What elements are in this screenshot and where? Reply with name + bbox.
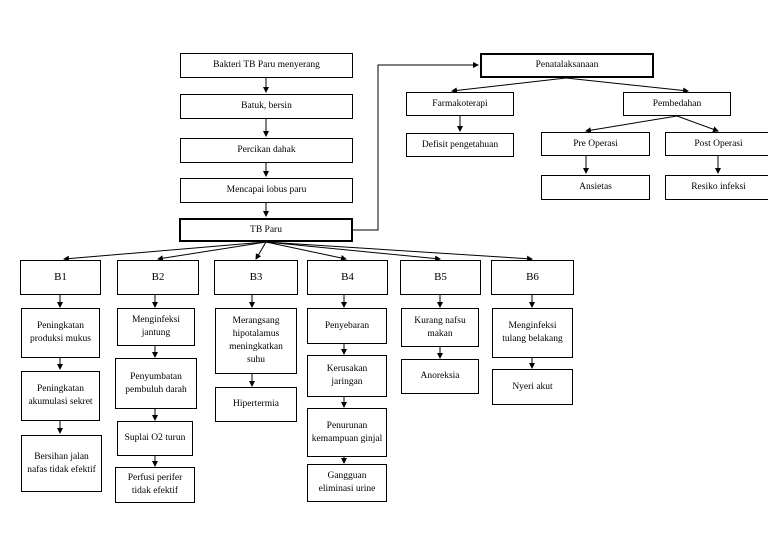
- node-b4-2: Kerusakan jaringan: [307, 355, 387, 397]
- arrow-pembedahan-preop: [585, 115, 678, 134]
- arrow-penatalaksanaan-farmakoterapi: [451, 77, 567, 94]
- node-b1-label: B1: [54, 271, 67, 284]
- node-postop: Post Operasi: [665, 132, 768, 156]
- node-penatalaksanaan: Penatalaksanaan: [480, 53, 654, 78]
- node-b5-1-label: Kurang nafsu makan: [414, 315, 466, 339]
- node-pembedahan: Pembedahan: [623, 92, 731, 116]
- arrow-tbparu-b4: [265, 241, 347, 261]
- node-b2-1-label: Menginfeksi jantung: [131, 315, 181, 338]
- node-pembedahan-label: Pembedahan: [652, 98, 702, 109]
- node-b4-2-label: Kerusakan jaringan: [326, 364, 368, 387]
- node-b3-2: Hipertermia: [215, 387, 297, 422]
- node-b1-2: Peningkatan akumulasi sekret: [21, 371, 100, 421]
- node-penatalaksanaan-label: Penatalaksanaan: [535, 60, 599, 71]
- node-b6-label: B6: [526, 271, 539, 284]
- node-b2-2: Penyumbatan pembuluh darah: [115, 358, 197, 409]
- node-b6-1: Menginfeksi tulang belakang: [492, 308, 573, 358]
- node-farmakoterapi: Farmakoterapi: [406, 92, 514, 116]
- node-b4-3-label: Penurunan kemampuan ginjal: [311, 420, 383, 444]
- node-bakteri-label: Bakteri TB Paru menyerang: [213, 60, 320, 71]
- node-b1-3-label: Bersihan jalan nafas tidak efektif: [27, 451, 96, 475]
- node-b2-2-label: Penyumbatan pembuluh darah: [125, 371, 187, 395]
- node-tbparu-label: TB Paru: [250, 224, 282, 235]
- node-b3-label: B3: [249, 271, 263, 284]
- node-b1-3: Bersihan jalan nafas tidak efektif: [21, 435, 102, 492]
- node-b3: B3: [214, 260, 298, 295]
- node-bakteri: Bakteri TB Paru menyerang: [180, 53, 353, 78]
- node-resiko-label: Resiko infeksi: [691, 182, 746, 193]
- node-b6-2: Nyeri akut: [492, 369, 573, 405]
- arrow-tbparu-b2: [157, 241, 267, 262]
- node-ansietas-label: Ansietas: [579, 182, 612, 193]
- node-mencapai-label: Mencapai lobus paru: [226, 185, 307, 196]
- node-defisit-label: Defisit pengetahuan: [421, 139, 499, 150]
- node-b6: B6: [491, 260, 574, 295]
- node-tbparu: TB Paru: [179, 218, 353, 242]
- arrow-penatalaksanaan-pembedahan: [565, 77, 689, 94]
- node-b4-4: Gangguan eliminasi urine: [307, 464, 387, 502]
- node-b4-1: Penyebaran: [307, 308, 387, 344]
- node-farmakoterapi-label: Farmakoterapi: [432, 98, 488, 109]
- node-b2-3-label: Suplai O2 turun: [124, 433, 186, 444]
- arrow-tbparu-b6: [265, 241, 533, 262]
- node-b6-1-label: Menginfeksi tulang belakang: [502, 321, 563, 344]
- node-b4: B4: [307, 260, 388, 295]
- node-b5-label: B5: [434, 271, 447, 284]
- node-percikan: Percikan dahak: [180, 138, 353, 163]
- node-b4-1-label: Penyebaran: [324, 320, 370, 331]
- node-b5: B5: [400, 260, 481, 295]
- node-defisit: Defisit pengetahuan: [406, 133, 514, 157]
- node-b2: B2: [117, 260, 199, 295]
- arrow-tbparu-b5: [265, 241, 441, 262]
- node-postop-label: Post Operasi: [694, 138, 743, 149]
- node-b2-1: Menginfeksi jantung: [117, 308, 195, 346]
- arrow-tbparu-penatalaksanaan: [352, 62, 479, 231]
- node-b3-2-label: Hipertermia: [233, 399, 279, 410]
- node-b3-1: Merangsang hipotalamus meningkatkan suhu: [215, 308, 297, 374]
- node-ansietas: Ansietas: [541, 175, 650, 200]
- node-batuk: Batuk, bersin: [180, 94, 353, 119]
- node-preop: Pre Operasi: [541, 132, 650, 156]
- node-preop-label: Pre Operasi: [573, 138, 618, 149]
- node-b1: B1: [20, 260, 101, 295]
- node-b2-4-label: Perfusi perifer tidak efektif: [127, 473, 183, 496]
- arrow-tbparu-b1: [63, 241, 267, 262]
- node-b1-2-label: Peningkatan akumulasi sekret: [28, 384, 93, 407]
- node-b1-1: Peningkatan produksi mukus: [21, 308, 100, 358]
- node-b4-3: Penurunan kemampuan ginjal: [307, 408, 387, 457]
- node-b4-label: B4: [341, 271, 354, 284]
- arrow-tbparu-b3: [255, 241, 267, 260]
- node-b6-2-label: Nyeri akut: [512, 381, 553, 392]
- node-b2-label: B2: [151, 271, 165, 284]
- node-b3-1-label: Merangsang hipotalamus meningkatkan suhu: [229, 316, 283, 365]
- node-b5-2-label: Anoreksia: [420, 371, 460, 382]
- arrow-pembedahan-postop: [676, 115, 719, 133]
- node-b4-4-label: Gangguan eliminasi urine: [318, 471, 376, 494]
- node-mencapai: Mencapai lobus paru: [180, 178, 353, 203]
- node-batuk-label: Batuk, bersin: [241, 101, 292, 112]
- node-b2-3: Suplai O2 turun: [117, 421, 193, 456]
- node-percikan-label: Percikan dahak: [237, 145, 296, 156]
- node-b2-4: Perfusi perifer tidak efektif: [115, 467, 195, 503]
- node-b1-1-label: Peningkatan produksi mukus: [30, 321, 91, 344]
- node-b5-1: Kurang nafsu makan: [401, 308, 479, 347]
- node-resiko: Resiko infeksi: [665, 175, 768, 200]
- node-b5-2: Anoreksia: [401, 359, 479, 394]
